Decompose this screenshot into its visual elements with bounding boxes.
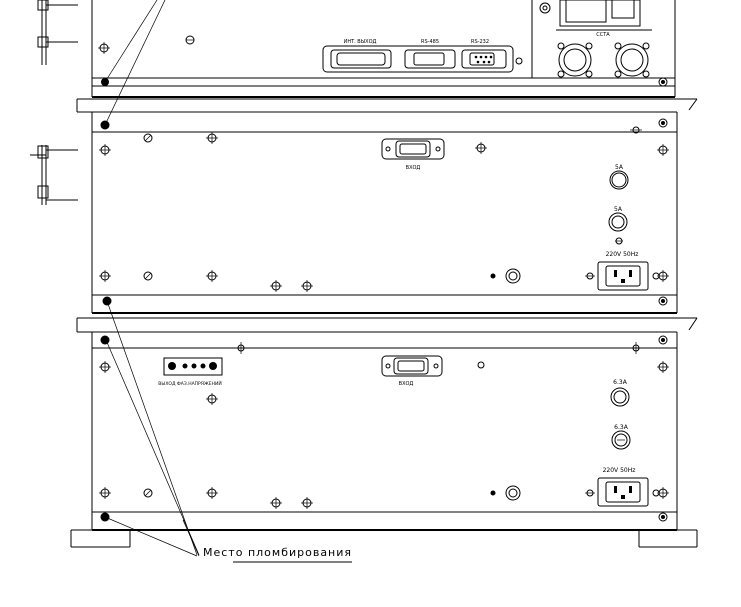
bottom-output-connector: ВЫХОД ФАЗ.НАПРЯЖЕНИЙ xyxy=(158,357,223,387)
bottom-power-label: 220V 50Hz xyxy=(603,467,636,474)
bottom-input-connector: ВХОД xyxy=(381,355,443,387)
middle-mount-bracket xyxy=(30,145,78,205)
bottom-unit: ВЫХОД ФАЗ.НАПРЯЖЕНИЙ ВХОД 6.3A 6.3A 220V… xyxy=(70,317,698,548)
top-port-label: ССТА xyxy=(596,32,610,38)
top-power-block xyxy=(539,0,652,31)
bottom-fuse-1-label: 6.3A xyxy=(613,379,628,386)
bottom-fuse-1: 6.3A xyxy=(610,379,630,407)
top-connector-label-3: RS-232 xyxy=(471,39,489,45)
top-round-connectors: ССТА xyxy=(557,32,650,78)
top-connector-label-1: ИНТ. ВЫХОД xyxy=(344,39,377,45)
middle-fuse-1: 5A xyxy=(609,164,629,190)
bottom-fuse-2-label: 6.3A xyxy=(614,424,629,431)
middle-screws xyxy=(99,118,669,306)
top-connector-label-2: RS-485 xyxy=(421,39,439,45)
middle-power-inlet: 220V 50Hz xyxy=(585,251,660,291)
seal-callout-text: Место пломбирования xyxy=(203,546,352,559)
middle-power-label: 220V 50Hz xyxy=(606,251,639,258)
top-mount-bracket xyxy=(37,0,78,65)
bottom-screws xyxy=(99,335,669,522)
middle-input-connector: ВХОД xyxy=(381,138,445,171)
top-unit: ИНТ. ВЫХОД RS-485 RS-232 ССТА xyxy=(37,0,676,98)
bottom-output-label: ВЫХОД ФАЗ.НАПРЯЖЕНИЙ xyxy=(158,380,221,387)
middle-input-label: ВХОД xyxy=(406,165,421,171)
bottom-power-inlet: 220V 50Hz xyxy=(585,467,660,507)
bottom-fuse-2: 6.3A xyxy=(611,424,631,450)
bottom-input-label: ВХОД xyxy=(399,381,414,387)
top-connector-group: ИНТ. ВЫХОД RS-485 RS-232 xyxy=(322,39,514,73)
seal-callout: Место пломбирования xyxy=(104,0,352,563)
bottom-feet xyxy=(70,529,698,548)
middle-fuse-2: 5A xyxy=(608,206,628,245)
middle-fuse-1-label: 5A xyxy=(615,164,624,171)
middle-fuse-2-label: 5A xyxy=(614,206,623,213)
middle-unit: ВХОД 5A 5A 220V 50Hz xyxy=(30,98,698,314)
